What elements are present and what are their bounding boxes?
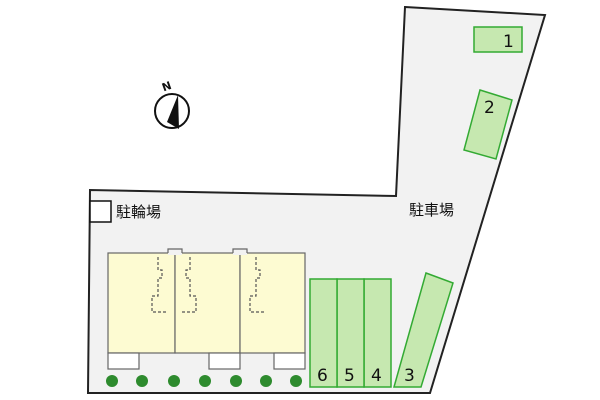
entry-pad: [273, 352, 306, 370]
parking-space-6-number: 6: [317, 366, 328, 386]
tree-icon: [168, 375, 180, 387]
parking-space-1-number: 1: [503, 32, 514, 52]
entry-pad: [208, 352, 241, 370]
parking-space-6: [309, 278, 338, 388]
building-unit: [239, 252, 306, 354]
tree-icon: [106, 375, 118, 387]
tree-icon: [290, 375, 302, 387]
parking-space-1: [473, 26, 523, 53]
parking-space-3: [393, 272, 454, 388]
parking-spaces: 1 2 3 4 5 6: [309, 26, 523, 388]
parking-space-2-number: 2: [484, 98, 495, 118]
parking-space-3-number: 3: [404, 366, 415, 386]
parking-lot-label: 駐車場: [409, 201, 454, 219]
entry-pad: [107, 352, 140, 370]
parking-space-4: [363, 278, 392, 388]
parking-space-4-number: 4: [371, 366, 382, 386]
tree-icon: [260, 375, 272, 387]
parking-space-5-number: 5: [344, 366, 355, 386]
tree-icon: [230, 375, 242, 387]
north-label: N: [160, 79, 173, 94]
tree-icon: [199, 375, 211, 387]
parking-space-2: [463, 89, 513, 160]
tree-icon: [136, 375, 148, 387]
building-unit: [174, 252, 241, 354]
bicycle-parking: 駐輪場: [89, 200, 161, 223]
bicycle-parking-marker: [89, 200, 112, 223]
building-unit: [107, 252, 176, 354]
bicycle-parking-label: 駐輪場: [116, 203, 161, 221]
north-arrow-icon: N: [154, 79, 190, 129]
building: [107, 248, 306, 370]
trees: [106, 375, 302, 387]
